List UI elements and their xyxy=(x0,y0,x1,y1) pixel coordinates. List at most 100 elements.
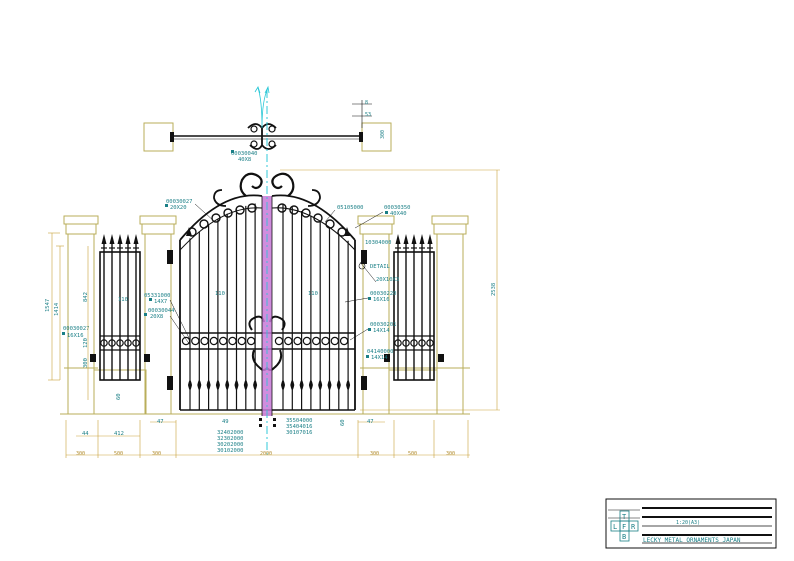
finial-icon xyxy=(101,234,107,244)
pillar-cap-inner-right xyxy=(357,215,395,225)
rail-ring xyxy=(274,336,284,346)
callouts-right: 05105000 00030350 40X40 10304000 DETAIL … xyxy=(324,205,411,361)
callout-size: 14X7 xyxy=(154,299,167,305)
rail-ring xyxy=(293,336,302,346)
plan-scroll xyxy=(250,140,258,148)
callout-code: 00030220 xyxy=(370,291,397,297)
bracket-icon xyxy=(384,354,390,362)
plan-part-size: 40X8 xyxy=(238,157,251,163)
rail-ring xyxy=(246,336,256,346)
bar-collar-icon xyxy=(318,380,323,390)
arch-ring xyxy=(235,205,245,215)
arch-ring xyxy=(301,208,311,218)
plan-post-left xyxy=(143,122,174,152)
plan-dim-a: 8 xyxy=(365,100,368,106)
rail-ring xyxy=(209,336,219,346)
leader-line xyxy=(359,261,377,283)
bottom-code-left: 30202000 xyxy=(217,442,244,448)
leader-line xyxy=(349,328,369,341)
callout-marker-icon xyxy=(385,211,388,214)
bottom-code-right: 35404016 xyxy=(286,424,313,430)
callout-code: 20X10X3 xyxy=(376,277,399,283)
callout-code: DETAIL xyxy=(370,264,391,270)
dim-gap-left: 49 xyxy=(222,419,229,425)
rail-ring xyxy=(284,336,293,346)
finial-icon xyxy=(125,234,131,244)
bar-collar-icon xyxy=(234,380,239,390)
side-panel-ring xyxy=(124,339,132,347)
side-panel-ring xyxy=(116,339,124,347)
arch-ring xyxy=(223,208,233,218)
view-letter: R xyxy=(631,523,636,531)
detail-circle-icon xyxy=(358,262,366,270)
view-letter: T xyxy=(622,513,627,521)
hinge-icon xyxy=(361,376,367,390)
dim-post-mid: 120 xyxy=(83,338,89,348)
callout-code: 05105000 xyxy=(337,205,364,211)
swing-arc xyxy=(257,87,269,129)
rail-ring xyxy=(330,336,339,346)
pillars xyxy=(60,215,470,415)
rail-ring xyxy=(237,336,246,346)
side-panel-ring xyxy=(426,339,434,347)
dim-post-top: 842 xyxy=(83,292,89,302)
finial-icon xyxy=(411,234,417,244)
dim-bottom: 300 xyxy=(152,451,161,457)
callout-code: 00030044 xyxy=(148,308,175,314)
callout-marker-icon xyxy=(368,328,371,331)
finial-icon xyxy=(133,234,139,244)
callout-code: 00030027 xyxy=(166,199,193,205)
rail-ring xyxy=(181,336,191,346)
rail-ring xyxy=(312,336,321,346)
finial-icon xyxy=(395,234,401,244)
hinge-icon xyxy=(167,376,173,390)
gate-arch-inner-left xyxy=(179,207,263,251)
pillar-cap-collar xyxy=(433,223,467,235)
bracket-icon xyxy=(144,354,150,362)
callout-code: 00030027 xyxy=(63,326,90,332)
dim-side-gap-right: 47 xyxy=(367,419,374,425)
side-panel-ring xyxy=(132,339,140,347)
bar-collar-icon xyxy=(225,380,230,390)
callout-marker-icon xyxy=(231,150,234,153)
view-box-right xyxy=(628,520,639,532)
bar-collar-icon xyxy=(299,380,304,390)
rail-ring xyxy=(339,336,349,346)
leader-line xyxy=(194,203,216,223)
finial-icon xyxy=(427,234,433,244)
swing-arrow-icon xyxy=(254,85,270,94)
plan-scroll xyxy=(250,125,258,133)
bar-collar-icon xyxy=(308,380,313,390)
leader-line xyxy=(169,299,191,341)
dim-bottom: 500 xyxy=(114,451,123,457)
callout-code: 00030201 xyxy=(370,322,397,328)
dim-bar-right: 110 xyxy=(308,291,318,297)
plan-post-label: 300 xyxy=(380,130,386,139)
bottom-code-left: 32302000 xyxy=(217,436,244,442)
crown-scroll-right xyxy=(271,172,295,197)
view-letter: B xyxy=(622,533,626,541)
marker-icon xyxy=(259,418,262,421)
arch-ring xyxy=(325,219,335,229)
bar-collar-icon xyxy=(197,380,202,390)
callout-size: 40X40 xyxy=(390,211,407,217)
callout-size: 14X14 xyxy=(371,355,388,361)
finial-icon xyxy=(117,234,123,244)
dim-gap-right: 60 xyxy=(340,419,346,426)
leader-line xyxy=(324,209,336,223)
pillar-cap-collar xyxy=(141,223,175,235)
dim-side-gap: 47 xyxy=(157,419,164,425)
pillar-outer-left xyxy=(67,233,95,415)
side-panel-ring xyxy=(394,339,402,347)
pillar-cap-outer-left xyxy=(63,215,99,225)
callout-code: 05331000 xyxy=(144,293,171,299)
scale-text: 1:20(A3) xyxy=(676,520,700,526)
title-block: T L F R B 1:20(A3) LECKY METAL ORNAMENTS… xyxy=(605,498,777,549)
bar-collar-icon xyxy=(206,380,211,390)
bar-collar-icon xyxy=(327,380,332,390)
arch-ring xyxy=(277,203,287,213)
arch-ring xyxy=(247,203,257,213)
bar-collar-icon xyxy=(346,380,351,390)
company-name: LECKY METAL ORNAMENTS JAPAN xyxy=(643,537,741,544)
leader-line xyxy=(354,211,384,229)
